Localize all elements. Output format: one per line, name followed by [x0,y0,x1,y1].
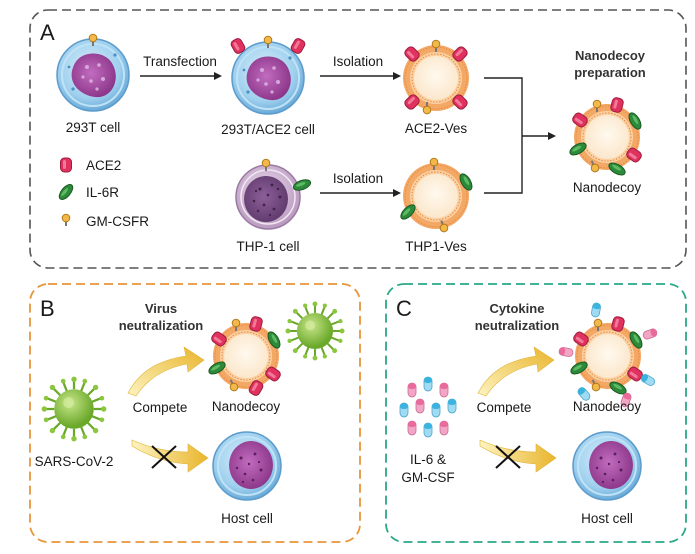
label-thp1-cell: THP-1 cell [236,239,299,254]
panel-a-letter: A [40,20,55,45]
cross-mark-c [495,445,521,469]
vesicle-thp1 [397,157,475,234]
panel-c-border [385,283,687,543]
panel-b: B Virus neutralization SARS-CoV-2 Compet… [29,283,361,543]
virus-bound [284,300,346,362]
panel-c-title-line1: Cytokine [490,301,545,316]
panel-b-title-line1: Virus [145,301,177,316]
label-host-cell-b: Host cell [221,511,273,526]
cell-293t-ace2 [229,35,307,115]
panel-c-title-line2: neutralization [475,318,560,333]
nanodecoy-b [206,315,283,398]
cell-293t [56,33,130,112]
label-prep-line1: Nanodecoy [575,48,646,63]
legend-il6r-icon [56,181,76,203]
nanodecoy-a [567,96,644,178]
panel-c: C Cytokine neutralization IL-6 & GM-CSF … [385,283,687,543]
arrowhead-merge [548,132,556,140]
label-nanodecoy-c: Nanodecoy [573,399,642,414]
arrow-compete-c [477,346,555,397]
vesicle-ace2 [402,39,470,115]
legend-gmcsfr-icon [61,213,71,227]
arrow-blocked-b [131,439,209,473]
arrowhead-isolation-1 [393,72,401,80]
label-compete-b: Compete [133,400,188,415]
label-isolation-2: Isolation [333,171,383,186]
label-transfection: Transfection [143,54,217,69]
label-isolation-1: Isolation [333,54,383,69]
arrowhead-isolation-2 [393,189,401,197]
nanodecoy-c [557,301,659,409]
panel-a: A 293T cell Transfection 293T/ACE2 cell … [29,9,687,269]
legend-gmcsfr-label: GM-CSFR [86,214,149,229]
cross-mark-b [151,445,177,469]
panel-b-title-line2: neutralization [119,318,204,333]
label-sars-cov-2: SARS-CoV-2 [35,454,114,469]
label-293t-cell: 293T cell [66,120,121,135]
arrow-compete-b [127,346,205,397]
legend-il6r-label: IL-6R [86,185,119,200]
panel-c-letter: C [396,296,412,321]
label-thp1-ves: THP1-Ves [405,239,467,254]
label-293t-ace2-cell: 293T/ACE2 cell [221,122,315,137]
label-nanodecoy-b: Nanodecoy [212,399,281,414]
label-nanodecoy-a: Nanodecoy [573,180,642,195]
arrowhead-transfection [214,72,222,80]
cytokine-cluster [399,376,457,438]
host-cell-c [572,431,642,501]
virus-sars-cov-2 [40,375,108,443]
legend-ace2-label: ACE2 [86,158,121,173]
cell-thp1 [235,158,313,230]
label-ace2-ves: ACE2-Ves [405,121,468,136]
panel-b-border [29,283,361,543]
legend: ACE2 IL-6R GM-CSFR [56,157,149,229]
label-compete-c: Compete [477,400,532,415]
host-cell-b [212,431,282,501]
label-host-cell-c: Host cell [581,511,633,526]
label-cytokine-line1: IL-6 & [410,452,446,467]
panel-a-border [29,9,687,269]
legend-ace2-icon [60,157,72,173]
panel-b-letter: B [40,296,55,321]
label-cytokine-line2: GM-CSF [401,470,454,485]
merge-bracket [484,77,523,194]
label-prep-line2: preparation [574,65,646,80]
